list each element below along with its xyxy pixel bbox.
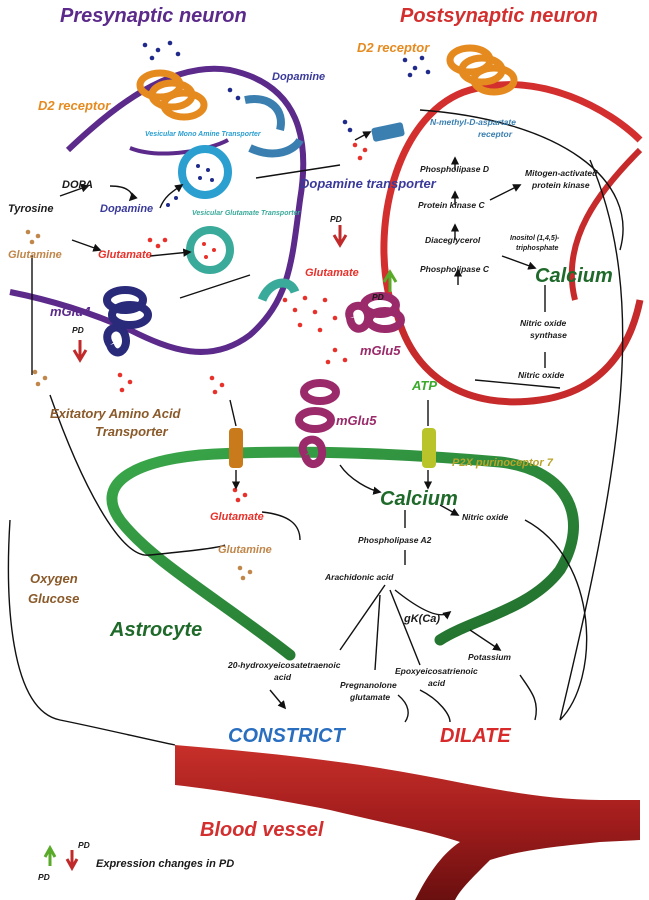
arrow-down-icon (72, 340, 88, 363)
dilate-label: DILATE (440, 725, 511, 747)
pregnanolone-label-1: Pregnanolone (340, 680, 397, 690)
astrocyte-title: Astrocyte (109, 619, 202, 641)
hete-label-1: 20-hydroxyeicosatetraenoic (227, 660, 341, 670)
vglut-label: Vesicular Glutamate Transporter (192, 210, 301, 217)
receptor-coil-icon (136, 69, 208, 121)
pkc-label: Protein kinase C (418, 200, 485, 210)
oxygen-label: Oxygen (30, 571, 78, 586)
pregnanolone-label-2: glutamate (349, 692, 390, 702)
arrow-up-icon (382, 269, 398, 292)
mapk-label-2: protein kinase (531, 180, 590, 190)
nmda-receptor (371, 122, 405, 142)
ip3-label-1: Inositol (1,4,5)- (510, 235, 560, 242)
nos-label-1: Nitric oxide (520, 318, 567, 328)
vesicle-icon (178, 145, 232, 199)
dopamine-transporter (244, 95, 285, 131)
glutamate-dots (117, 142, 368, 503)
pd-label-mglu4: PD (72, 325, 84, 335)
ip3-label-2: triphosphate (516, 245, 558, 252)
dopamine-dots (142, 40, 431, 207)
nmda-label-1: N-methyl-D-aspartate (430, 117, 516, 127)
mglu5-astro-label: mGlu5 (336, 413, 377, 428)
nitric-oxide-post-label: Nitric oxide (518, 370, 565, 380)
dag-label: Diaceglycerol (425, 235, 481, 245)
p2x-label: P2X purinoceptor 7 (452, 457, 554, 469)
calcium-post-label: Calcium (535, 265, 613, 287)
pathway-arrows (7, 109, 624, 746)
dopa-label: DOPA (62, 179, 93, 191)
arrow-down-icon (65, 850, 79, 872)
mglu4-receptor (103, 286, 152, 357)
arrow-down-icon (332, 225, 348, 248)
glutamate-release-site (257, 278, 300, 303)
constrict-label: CONSTRICT (228, 725, 346, 747)
glutamine-dots (25, 229, 253, 581)
nmda-label-2: receptor (478, 129, 513, 139)
d2-receptor-pre-label: D2 receptor (38, 98, 111, 113)
dopamine-top-label: Dopamine (272, 71, 325, 83)
hete-label-2: acid (274, 672, 292, 682)
p2x-receptor (422, 428, 436, 468)
eaat-label-2: Transporter (95, 424, 169, 439)
arrow-up-icon (43, 844, 57, 866)
eet-label-1: Epoxyeicosatrienoic (395, 666, 478, 676)
potassium-label: Potassium (468, 652, 511, 662)
mapk-label-1: Mitogen-activated (525, 168, 598, 178)
receptor-coil-icon (446, 44, 518, 96)
plc-label: Phospholipase C (420, 264, 490, 274)
dopamine-transporter (248, 137, 304, 158)
pd-label-post: PD (372, 292, 384, 302)
eaat-transporter (229, 428, 243, 468)
dopamine-label: Dopamine (100, 203, 153, 215)
mglu5-receptor (295, 379, 340, 468)
postsynaptic-membrane (380, 81, 643, 301)
glucose-label: Glucose (28, 591, 79, 606)
mglu5-receptor (345, 292, 405, 333)
glutamine-astro-label: Glutamine (218, 544, 272, 556)
phospholipase-d-label: Phospholipase D (420, 164, 489, 174)
vmat-label-1: Vesicular Mono Amine Transporter (145, 131, 262, 138)
postsynaptic-membrane-right (568, 147, 643, 301)
glutamate-astro-label: Glutamate (210, 511, 264, 523)
legend-pd-down: PD (78, 840, 90, 850)
mglu5-post-label: mGlu5 (360, 343, 401, 358)
calcium-astro-label: Calcium (380, 488, 458, 510)
dopamine-transporter-label: Dopamine transporter (300, 176, 437, 191)
nitric-oxide-astro-label: Nitric oxide (462, 512, 509, 522)
legend-pd-up: PD (38, 872, 50, 882)
blood-vessel-title: Blood vessel (200, 819, 324, 841)
astrocyte-membrane (106, 446, 579, 661)
d2-receptor-post-label: D2 receptor (357, 40, 430, 55)
atp-label: ATP (411, 378, 437, 393)
nos-label-2: synthase (530, 330, 567, 340)
postsynaptic-title: Postsynaptic neuron (400, 5, 598, 27)
eaat-label-1: Exitatory Amino Acid (50, 406, 182, 421)
tyrosine-label: Tyrosine (8, 203, 53, 215)
blood-vessel (175, 745, 640, 900)
glutamine-pre-label: Glutamine (8, 249, 62, 261)
gkca-label: gK(Ca) (403, 613, 440, 625)
glutamate-pre-label: Glutamate (98, 249, 152, 261)
pd-label-pre: PD (330, 214, 342, 224)
glutamate-post-label: Glutamate (305, 267, 359, 279)
arachidonic-acid-label: Arachidonic acid (324, 572, 394, 582)
eet-label-2: acid (428, 678, 446, 688)
vesicle-icon (186, 226, 234, 274)
phospholipase-a2-label: Phospholipase A2 (358, 535, 432, 545)
legend: PD PD Expression changes in PD (38, 840, 234, 882)
mglu4-label: mGlu4 (50, 304, 91, 319)
presynaptic-membrane-top (129, 138, 229, 156)
legend-text: Expression changes in PD (96, 858, 234, 870)
presynaptic-title: Presynaptic neuron (60, 5, 247, 27)
